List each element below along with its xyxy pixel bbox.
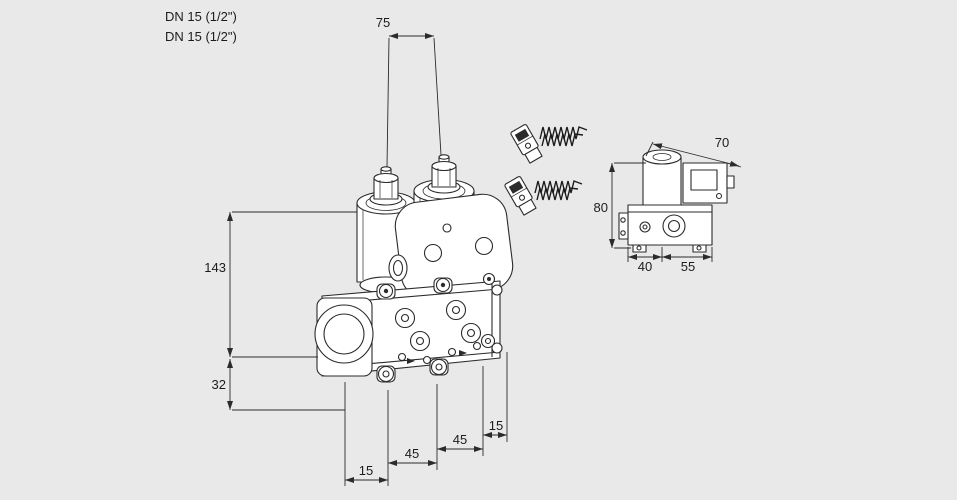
dim-label-75: 75	[376, 15, 390, 30]
dim-label-143: 143	[204, 260, 226, 275]
side-view: 70 80 40 55	[594, 135, 742, 274]
cable-plug-bottom-icon	[504, 176, 583, 216]
flow-direction-icon	[459, 350, 467, 356]
front-cover-panel	[388, 193, 514, 299]
dim-label-45-right: 45	[453, 432, 467, 447]
dim-label-70: 70	[715, 135, 729, 150]
front-view: 75 143 32 15 45 45 15	[204, 15, 514, 486]
dimension-annotations-side: 70 80 40 55	[594, 135, 742, 274]
side-view-connector-box-icon	[682, 162, 735, 204]
dim-label-80: 80	[594, 200, 608, 215]
dim-label-40: 40	[638, 259, 652, 274]
cable-plug-top-icon	[510, 124, 588, 164]
side-view-body	[618, 204, 713, 253]
dim-label-45-left: 45	[405, 446, 419, 461]
valve-ports-and-bolts	[376, 272, 503, 383]
dn-labels: DN 15 (1/2") DN 15 (1/2")	[165, 9, 237, 44]
dn-label-bottom: DN 15 (1/2")	[165, 29, 237, 44]
dim-label-15-left: 15	[359, 463, 373, 478]
dim-label-32: 32	[212, 377, 226, 392]
dimension-annotations-front: 75 143 32 15 45 45 15	[204, 15, 508, 486]
side-view-coil-icon	[642, 149, 682, 206]
dim-label-15-right: 15	[489, 418, 503, 433]
flow-direction-icon	[407, 358, 415, 364]
dn-label-top: DN 15 (1/2")	[165, 9, 237, 24]
dim-label-55: 55	[681, 259, 695, 274]
